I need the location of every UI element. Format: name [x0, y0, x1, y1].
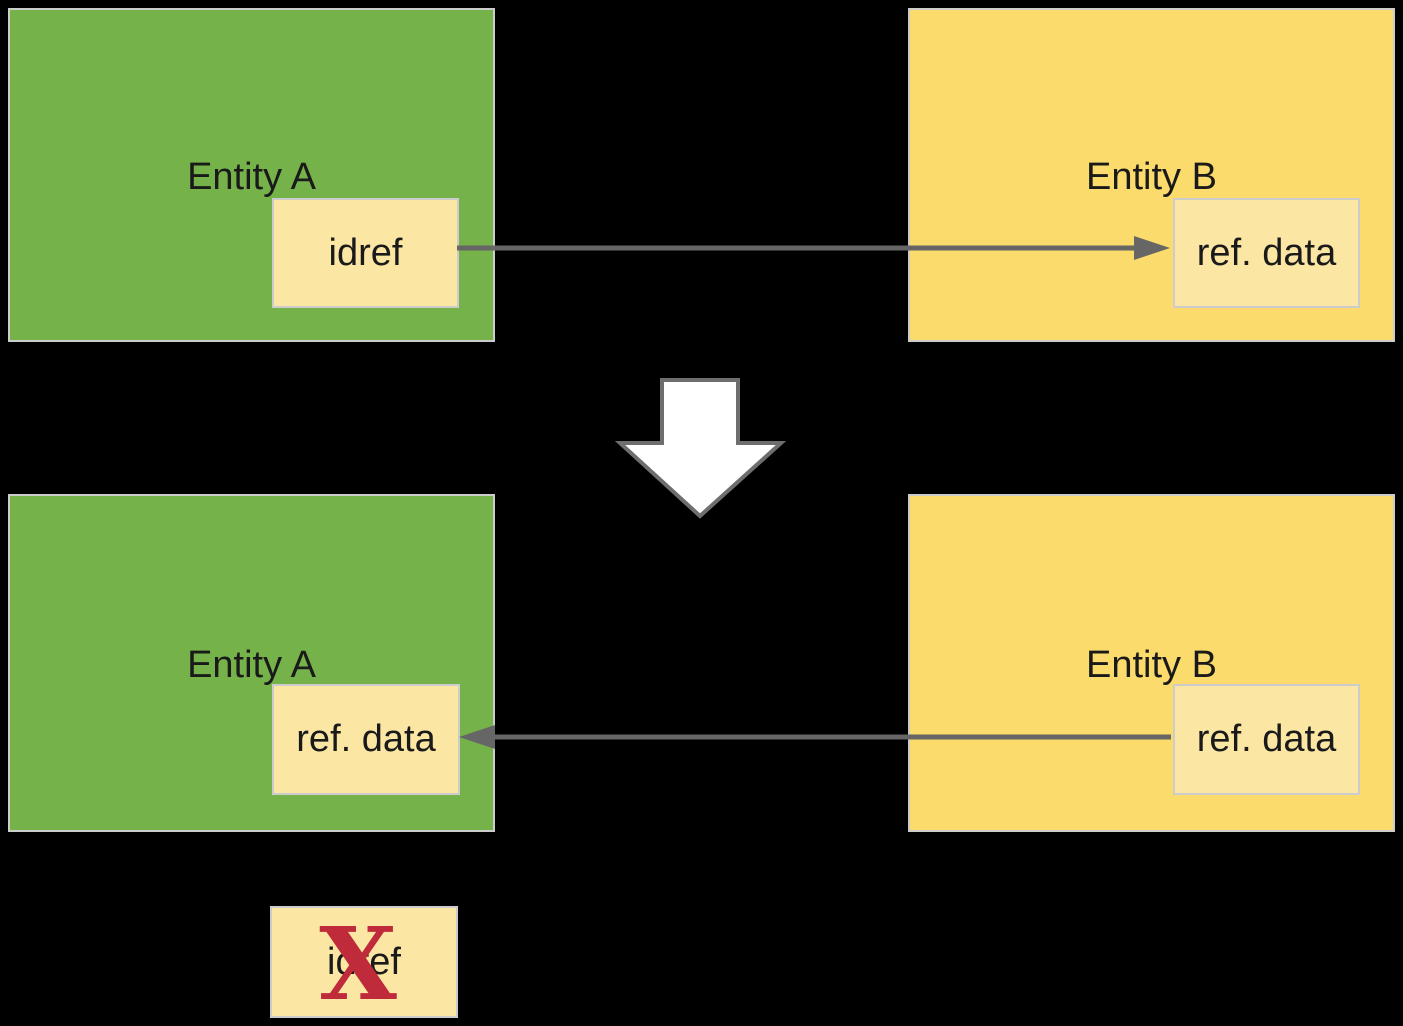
entity-b-after-box: Entity B ref. data — [908, 494, 1395, 832]
entity-a-before-title: Entity A — [187, 156, 316, 198]
entity-b-before-title: Entity B — [1086, 156, 1217, 198]
refdata-field-before-b: ref. data — [1173, 198, 1360, 308]
transform-down-arrow — [620, 380, 781, 516]
entity-b-before-box: Entity B ref. data — [908, 8, 1395, 342]
entity-a-after-title: Entity A — [187, 644, 316, 686]
entity-a-before-box: Entity A idref — [8, 8, 495, 342]
idref-field-before: idref — [272, 198, 459, 308]
refdata-field-after-a: ref. data — [272, 684, 460, 795]
refdata-field-before-b-label: ref. data — [1196, 231, 1337, 274]
idref-field-removed-label: idref — [327, 940, 401, 983]
entity-b-after-title: Entity B — [1086, 644, 1217, 686]
transform-down-arrow-outline — [614, 378, 787, 519]
idref-field-before-label: idref — [328, 231, 403, 274]
refdata-field-after-b-label: ref. data — [1196, 718, 1337, 760]
refdata-field-after-b: ref. data — [1173, 684, 1360, 795]
entity-a-after-box: Entity A ref. data — [8, 494, 495, 832]
idref-field-removed: idref X — [270, 906, 458, 1018]
refdata-field-after-a-label: ref. data — [296, 718, 436, 760]
